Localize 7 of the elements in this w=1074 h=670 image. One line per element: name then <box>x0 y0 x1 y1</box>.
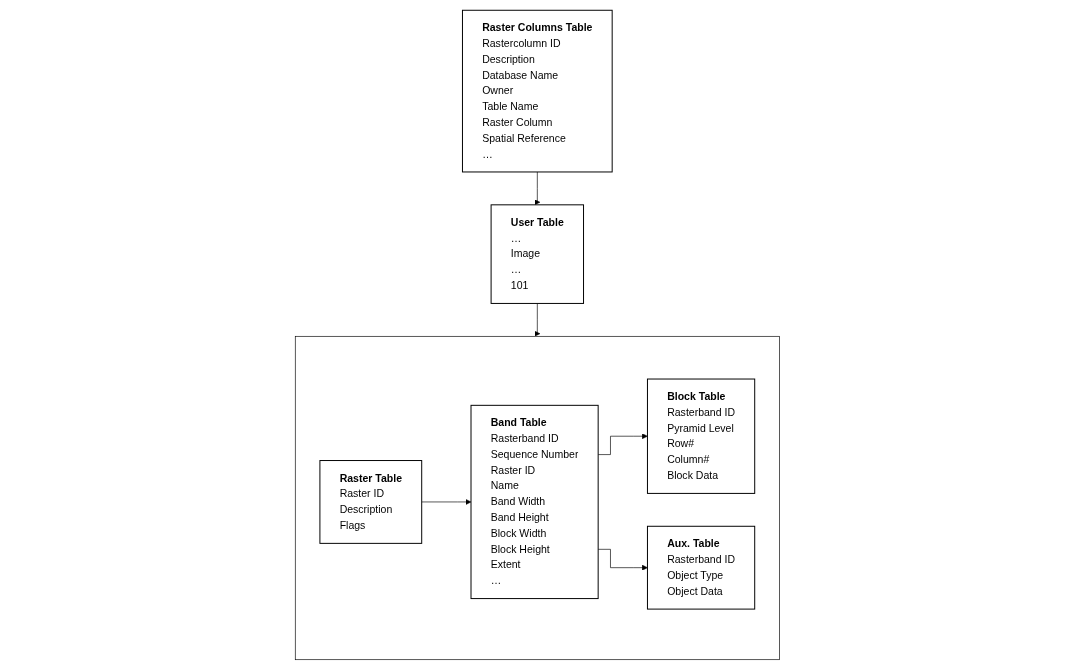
node-box: User Table … Image … 101 <box>490 204 584 304</box>
node-box: Raster Table Raster ID Description Flags <box>319 460 422 544</box>
node-box: Aux. Table Rasterband ID Object Type Object Data <box>646 525 755 610</box>
cluster <box>294 336 780 661</box>
node-box: Raster Columns Table Rastercolumn ID Description Database Name Owner Table Name Raster Column Spatial Reference … <box>461 9 613 173</box>
node-box: Band Table Rasterband ID Sequence Number Raster ID Name Band Width Band Height Block Width Block Height Extent … <box>470 404 599 600</box>
node-box: Block Table Rasterband ID Pyramid Level Row# Column# Block Data <box>646 378 755 494</box>
